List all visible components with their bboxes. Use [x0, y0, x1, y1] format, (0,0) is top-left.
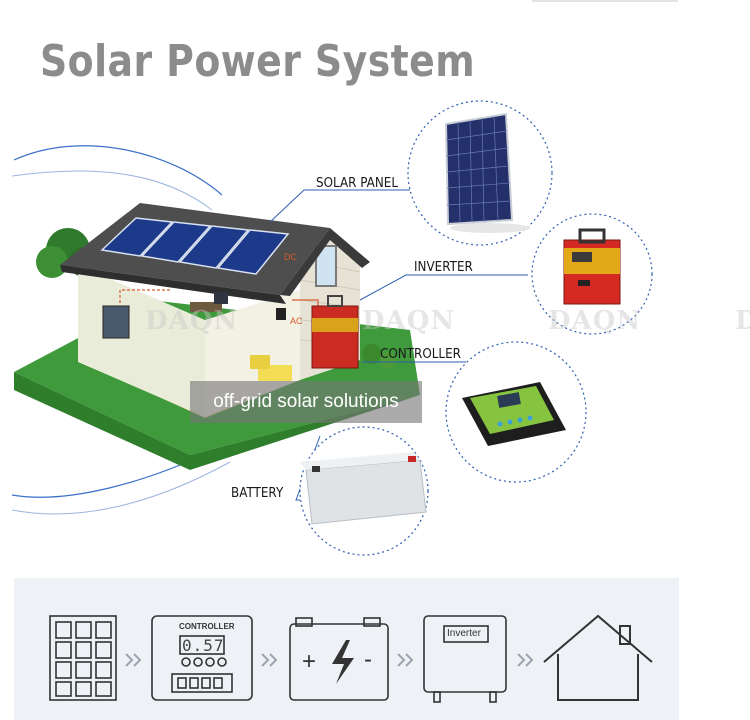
flow-arrow-icon — [125, 653, 534, 667]
wall-switch — [276, 308, 286, 320]
controller-icon — [151, 615, 253, 701]
leader-solar-panel — [269, 189, 410, 223]
solar-panel-icon — [49, 615, 117, 701]
page-title: Solar Power System — [40, 36, 476, 87]
house-left-wall — [78, 265, 205, 417]
watermark: DAQN — [362, 306, 456, 336]
flow-controller-display: 0.57 — [182, 636, 225, 655]
callout-solar-panel: SOLAR PANEL — [316, 176, 399, 191]
callout-battery: BATTERY — [231, 486, 284, 501]
top-divider-line — [532, 0, 678, 2]
watermark: DAQN — [145, 306, 239, 336]
roof-solar-panels — [100, 217, 290, 275]
watermark: DAQN — [735, 306, 750, 336]
ac-label: AC — [290, 316, 303, 326]
computer-monitor — [214, 292, 228, 304]
callout-controller: CONTROLLER — [380, 347, 461, 362]
callout-inverter: INVERTER — [414, 260, 473, 275]
inverter-product — [563, 228, 621, 305]
flow-battery-minus: - — [364, 646, 372, 673]
orbit-arc — [13, 145, 223, 196]
flow-controller-label: CONTROLLER — [179, 622, 235, 631]
flow-diagram: CONTROLLER 0.57 + - Inverter — [14, 578, 679, 720]
inverter-icon — [423, 615, 507, 703]
desk — [190, 302, 222, 312]
solar-panel-product — [444, 112, 530, 233]
house-inverter — [311, 305, 359, 369]
house-window — [315, 245, 337, 287]
caption-banner: off-grid solar solutions — [190, 381, 422, 423]
battery-product — [300, 452, 427, 525]
leader-inverter — [359, 274, 528, 301]
dc-label: DC — [284, 252, 297, 262]
battery-icon — [289, 617, 389, 701]
tv — [102, 305, 130, 339]
orbit-arc — [11, 461, 231, 515]
flow-inverter-label: Inverter — [447, 628, 481, 639]
controller-product — [462, 382, 566, 446]
orbit-arc — [11, 170, 213, 211]
flow-battery-plus: + — [302, 648, 317, 675]
watermark: DAQN — [548, 306, 642, 336]
house-icon — [543, 614, 653, 701]
